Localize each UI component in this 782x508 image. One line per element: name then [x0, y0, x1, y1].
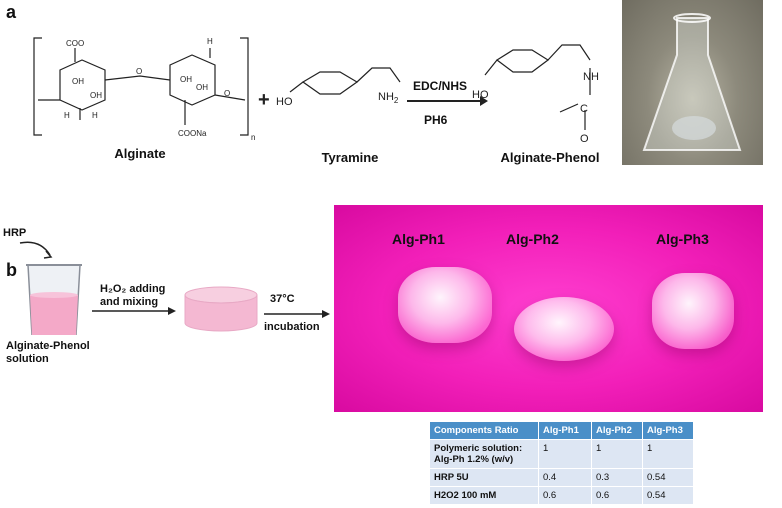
step1-line-1: H₂O₂ adding — [100, 283, 165, 296]
table-cell: 0.6 — [539, 487, 592, 505]
row-label-line-2: Alg-Ph 1.2% (w/v) — [434, 454, 534, 465]
table-row: H2O2 100 mM 0.6 0.6 0.54 — [430, 487, 694, 505]
product-nh-label: NH — [583, 71, 599, 83]
product-caption: Alginate-Phenol — [490, 150, 610, 165]
reagent-ph: PH6 — [424, 113, 448, 127]
table-header-cell: Components Ratio — [430, 422, 539, 440]
alginate-caption: Alginate — [80, 146, 200, 161]
table-cell: 0.4 — [539, 469, 592, 487]
table-header-cell: Alg-Ph3 — [643, 422, 694, 440]
gel-sample-2 — [514, 297, 614, 361]
step2-line-1: 37°C — [270, 292, 295, 307]
table-row: HRP 5U 0.4 0.3 0.54 — [430, 469, 694, 487]
ring-o-label: O — [224, 89, 230, 98]
alginate-oh-label-3: OH — [180, 75, 192, 84]
beaker-caption-line-2: solution — [6, 353, 90, 366]
alginate-oh-label-1: OH — [72, 77, 84, 86]
table-row: Polymeric solution: Alg-Ph 1.2% (w/v) 1 … — [430, 440, 694, 469]
step2-line-2: incubation — [264, 321, 320, 333]
tyramine-nh2-label: NH2 — [378, 91, 399, 105]
gel-label-1: Alg-Ph1 — [392, 231, 445, 247]
beaker-caption: Alginate-Phenol solution — [6, 340, 90, 366]
beaker-caption-line-1: Alginate-Phenol — [6, 340, 90, 353]
gel-sample-3 — [652, 273, 734, 349]
table-row-label: Polymeric solution: Alg-Ph 1.2% (w/v) — [430, 440, 539, 469]
gel-sample-1 — [398, 267, 492, 343]
alginate-h-label-3: H — [207, 37, 213, 46]
table-header-cell: Alg-Ph2 — [592, 422, 643, 440]
row-label-line-1: Polymeric solution: — [434, 443, 534, 454]
table-header-row: Components Ratio Alg-Ph1 Alg-Ph2 Alg-Ph3 — [430, 422, 694, 440]
flask-photo — [622, 0, 763, 165]
table-row-label: H2O2 100 mM — [430, 487, 539, 505]
step1-arrow — [90, 305, 180, 317]
reagent-edc-nhs: EDC/NHS — [413, 79, 467, 93]
flask-icon — [622, 0, 763, 165]
components-table: Components Ratio Alg-Ph1 Alg-Ph2 Alg-Ph3… — [429, 421, 694, 505]
tyramine-ho-label: HO — [276, 96, 293, 108]
table-cell: 1 — [592, 440, 643, 469]
alginate-oh-label-4: OH — [196, 83, 208, 92]
product-o-label: O — [580, 133, 589, 145]
hydrogels-photo: Alg-Ph1 Alg-Ph2 Alg-Ph3 — [334, 205, 763, 412]
alginate-h-label-2: H — [92, 111, 98, 120]
beaker-icon — [0, 225, 100, 335]
table-cell: 0.3 — [592, 469, 643, 487]
hydrogel-disk-icon — [182, 285, 260, 335]
step2-text: 37°C — [270, 292, 295, 307]
repeat-n-label: n — [251, 133, 255, 142]
table-row-label: HRP 5U — [430, 469, 539, 487]
gel-label-2: Alg-Ph2 — [506, 231, 559, 247]
alginate-coona-label: COONa — [178, 129, 207, 138]
gel-label-3: Alg-Ph3 — [656, 231, 709, 247]
product-c-label: C — [580, 103, 588, 115]
table-cell: 0.6 — [592, 487, 643, 505]
table-cell: 1 — [539, 440, 592, 469]
plus-sign: + — [258, 89, 270, 111]
step2-arrow — [262, 308, 334, 320]
table-cell: 0.54 — [643, 469, 694, 487]
table-cell: 1 — [643, 440, 694, 469]
tyramine-caption: Tyramine — [300, 150, 400, 165]
alginate-coo-label: COO — [66, 39, 84, 48]
alginate-h-label-1: H — [64, 111, 70, 120]
alginate-oh-label-2: OH — [90, 91, 102, 100]
table-cell: 0.54 — [643, 487, 694, 505]
glycosidic-o-label: O — [136, 67, 142, 76]
product-ho-label: HO — [472, 89, 489, 101]
table-header-cell: Alg-Ph1 — [539, 422, 592, 440]
